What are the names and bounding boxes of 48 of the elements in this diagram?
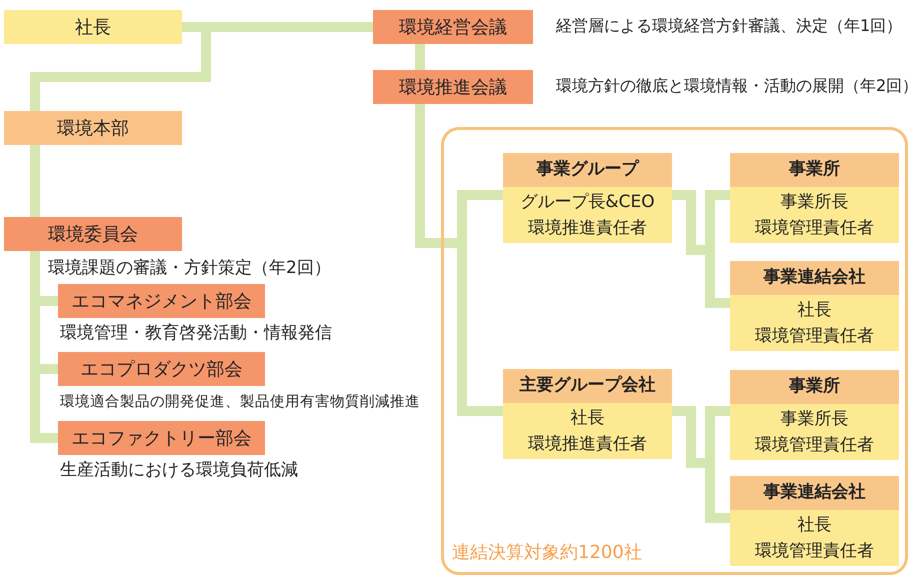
org-card [730,153,899,243]
org-box [373,10,533,44]
card-text: 社長 [798,514,832,537]
org-box [58,352,265,386]
org-card [730,476,899,566]
box-label: 環境本部 [57,116,129,140]
card-header: 事業所 [730,370,899,404]
description-text: 経営層による環境経営方針審議、決定（年1回） [556,15,902,37]
org-box [58,284,265,318]
org-card [503,153,672,243]
description-text: 環境課題の審議・方針策定（年2回） [48,257,331,280]
description-text: 環境適合製品の開発促進、製品使用有害物質削減推進 [60,392,420,412]
org-box [4,111,182,145]
card-header: 主要グループ会社 [503,369,672,403]
card-header: 事業所 [730,153,899,187]
description-text: 環境管理・教育啓発活動・情報発信 [60,322,332,345]
card-text: 環境管理責任者 [755,217,874,240]
card-text: 社長 [798,299,832,322]
box-label: 環境委員会 [48,222,138,246]
org-card [730,261,899,351]
box-label: エコマネジメント部会 [72,290,252,314]
org-box [58,421,265,455]
card-header: 事業連結会社 [730,476,899,510]
org-card [503,369,672,459]
card-text: 環境管理責任者 [755,540,874,563]
card-text: 環境管理責任者 [755,434,874,457]
description-text: 生産活動における環境負荷低減 [60,459,298,482]
org-box [4,217,182,251]
box-label: 社長 [75,16,111,40]
org-box [4,10,182,44]
description-text: 環境方針の徹底と環境情報・活動の展開（年2回） [556,75,911,97]
box-label: 環境推進会議 [399,76,507,100]
org-box [373,70,533,104]
card-text: 環境推進責任者 [528,217,647,240]
box-label: エコプロダクツ部会 [80,358,242,382]
group-caption: 連結決算対象約1200社 [452,541,642,565]
card-text: 事業所長 [780,408,848,431]
card-header: 事業グループ [503,153,672,187]
org-card [730,370,899,460]
card-text: 社長 [570,407,604,430]
group-frame [441,127,908,575]
card-text: 事業所長 [780,191,848,214]
card-text: 環境管理責任者 [755,325,874,348]
card-text: 環境推進責任者 [528,433,647,456]
card-text: グループ長&CEO [520,191,655,214]
box-label: 環境経営会議 [399,16,507,40]
box-label: エコファクトリー部会 [72,426,252,450]
card-header: 事業連結会社 [730,261,899,295]
